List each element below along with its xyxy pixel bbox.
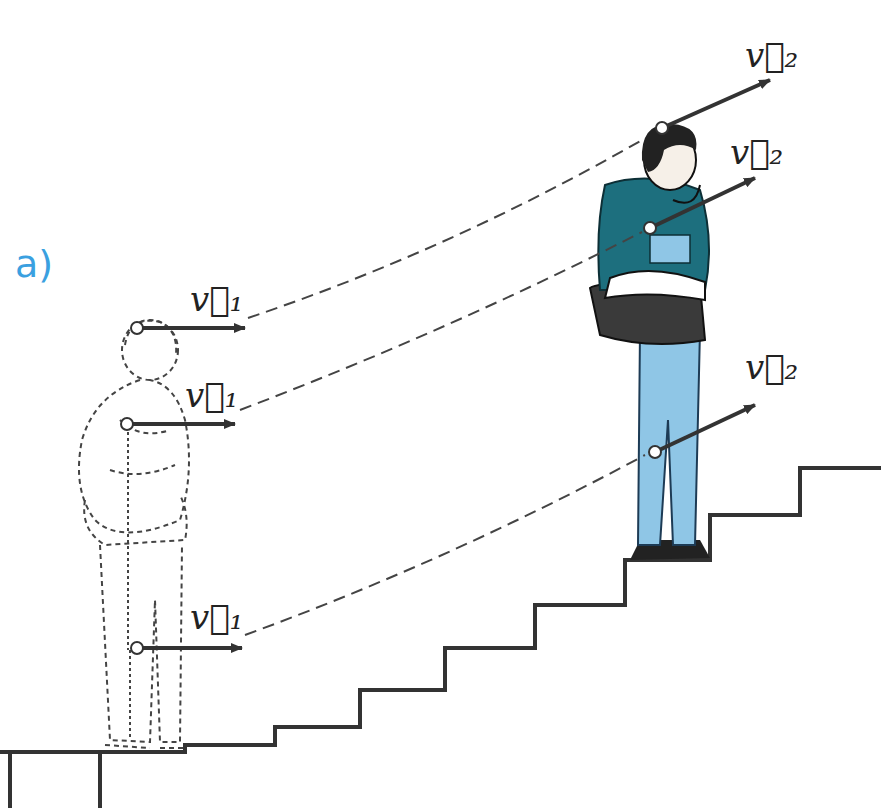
vector-label: v⃗₂ [745, 350, 798, 384]
velocity-vector [127, 80, 770, 648]
vector-label: v⃗₂ [730, 135, 783, 169]
vector-label: v⃗₁ [190, 282, 243, 316]
point-marker [121, 122, 668, 654]
vector-label: v⃗₁ [185, 378, 238, 412]
boy-figure [590, 124, 710, 560]
floor-block [10, 752, 100, 808]
panel-label: a) [15, 245, 53, 283]
dashed-figure [79, 320, 189, 748]
staircase [0, 468, 881, 752]
trajectory [240, 140, 645, 635]
vector-label: v⃗₁ [190, 600, 243, 634]
vector-label: v⃗₂ [745, 38, 798, 72]
